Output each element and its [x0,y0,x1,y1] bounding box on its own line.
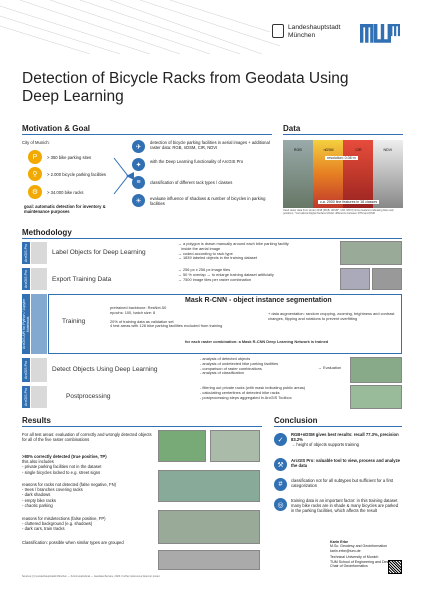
stat-parking-facilities: > 2.000 bicycle parking facilities [47,172,107,177]
fp-block: reasons for misdetections (false positiv… [22,516,106,532]
results-intro: For all test areas: evaluation of correc… [22,432,152,443]
step-side-detect: ArcGIS Pro [22,358,30,382]
tp-block: >80% correctly detected (true positive, … [22,454,107,475]
parking-icon: P [28,150,42,164]
classes-icon: ≡ [132,176,145,189]
motivation-heading: Motivation & Goal [22,124,90,133]
munich-crest-icon [272,24,284,38]
divider [274,426,402,427]
sources: Sources: [1] Landeshauptstadt München — … [22,575,161,578]
step-side-training: ArcGIS API for Python / Jupyter Notebook [22,294,30,354]
step-bullets-label: → a polygon is drawn manually around eac… [178,241,289,261]
goal-text: goal: automatic detection for inventory … [24,204,106,215]
area-label: c.a. 2000 line features in 18 classes [318,200,380,205]
city-label: City of Munich: [22,140,50,145]
drone-icon: ✈ [132,140,145,153]
city-name: Landeshauptstadt München [288,24,341,39]
step-label-label: Label Objects for Deep Learning [52,249,146,256]
page-title: Detection of Bicycle Racks from Geodata … [22,70,349,105]
step-accent [31,358,47,382]
flow-arrows [113,157,134,195]
header-band [0,0,424,54]
divider [22,238,402,239]
conclusion-heading: Conclusion [274,416,318,425]
tool-icon: ⚒ [274,458,287,471]
step-accent [31,386,47,408]
postprocessing-example-image [350,385,402,409]
evaluation-label: → Evaluation [318,365,342,370]
band-labels: RGB nDSM CIR NDVI [283,148,403,152]
check-icon: ✓ [274,433,287,446]
sun-icon: ☀ [132,194,145,207]
divider [22,426,262,427]
step-accent [31,242,47,264]
point-classification: classification of different rack types /… [150,180,233,185]
stat-bike-racks: > 34.000 bike racks [47,190,84,195]
training-note: for each raster combination: a Mask R-CN… [185,339,329,344]
step-accent [31,268,47,290]
result-image [158,470,260,502]
data-caption: Used raster data from winter 2018 (RGB, … [283,209,394,216]
conclusion-best: RGB+nDSM gives best results: recall 77.3… [291,432,399,448]
bicycle-icon: ⚙ [28,185,42,199]
methodology-heading: Methodology [22,228,72,237]
step-side-export: ArcGIS Pro [22,268,30,290]
brain-icon: ✦ [132,158,145,171]
conclusion-arcgis: ArcGIS Pro: valuable tool to view, proce… [291,458,400,469]
resolution-label: resolution: 0.08 m [325,156,358,161]
tag-icon: # [274,478,287,491]
band-ndvi: NDVI [383,148,393,152]
conclusion-training: training data is an important factor: in… [291,498,399,514]
divider [283,134,403,135]
raster-strip [283,140,403,208]
point-deep-learning: with the Deep Learning functionality of … [150,159,244,164]
result-image [210,430,260,462]
classification-note: Classification: possible when similar ty… [22,540,124,545]
band-cir: CIR [355,148,362,152]
step-side-label: ArcGIS Pro [22,242,30,264]
tum-logo [360,24,401,46]
step-bullets-post: - filtering out private racks (with mask… [200,385,306,400]
step-label-export: Export Training Data [52,276,112,283]
step-label-post: Postprocessing [66,393,111,400]
result-image [158,430,206,462]
step-side-post: ArcGIS Pro [22,386,30,408]
qr-code-icon[interactable] [388,560,402,574]
author-block: Karin Erbe M.Sc. Geodesy and Geoinformat… [330,540,394,569]
step-bullets-export: → 256 px x 256 px image tiles → 50 % ove… [178,267,274,282]
header-lines [0,0,281,54]
detection-example-image [350,357,402,383]
result-image [158,550,260,570]
label-example-image [340,241,402,265]
step-bullets-detect: - analysis of detected objects - analysi… [200,356,279,376]
conclusion-classification: classification not for all subtypes but … [291,478,394,489]
bike-parking-icon: ⚲ [28,167,42,181]
step-label-detect: Detect Objects Using Deep Learning [52,366,158,373]
data-heading: Data [283,124,301,133]
band-ndsm: nDSM [323,148,334,152]
db-icon: ◎ [274,498,287,511]
stat-parking-sites: > 350 bike parking sites [47,155,92,160]
augmentation-text: + data augmentation: random cropping, zo… [268,311,395,321]
point-shadows: evaluate influence of shadows & number o… [150,196,266,207]
training-params: pretrained backbone: ResNet-50 epochs: 1… [110,305,223,329]
results-heading: Results [22,416,51,425]
step-accent [31,294,47,354]
training-box [48,294,402,354]
point-aerial: detection of bicycle parking facilities … [150,140,270,151]
step-label-training: Training [62,318,86,325]
band-rgb: RGB [293,148,302,152]
tile-example-image [372,268,402,290]
model-title: Mask R-CNN - object instance segmentatio… [185,297,332,304]
tile-example-image [340,268,370,290]
divider [22,134,272,135]
result-image [158,510,260,544]
fn-block: reasons for racks not detected (false ne… [22,482,117,508]
